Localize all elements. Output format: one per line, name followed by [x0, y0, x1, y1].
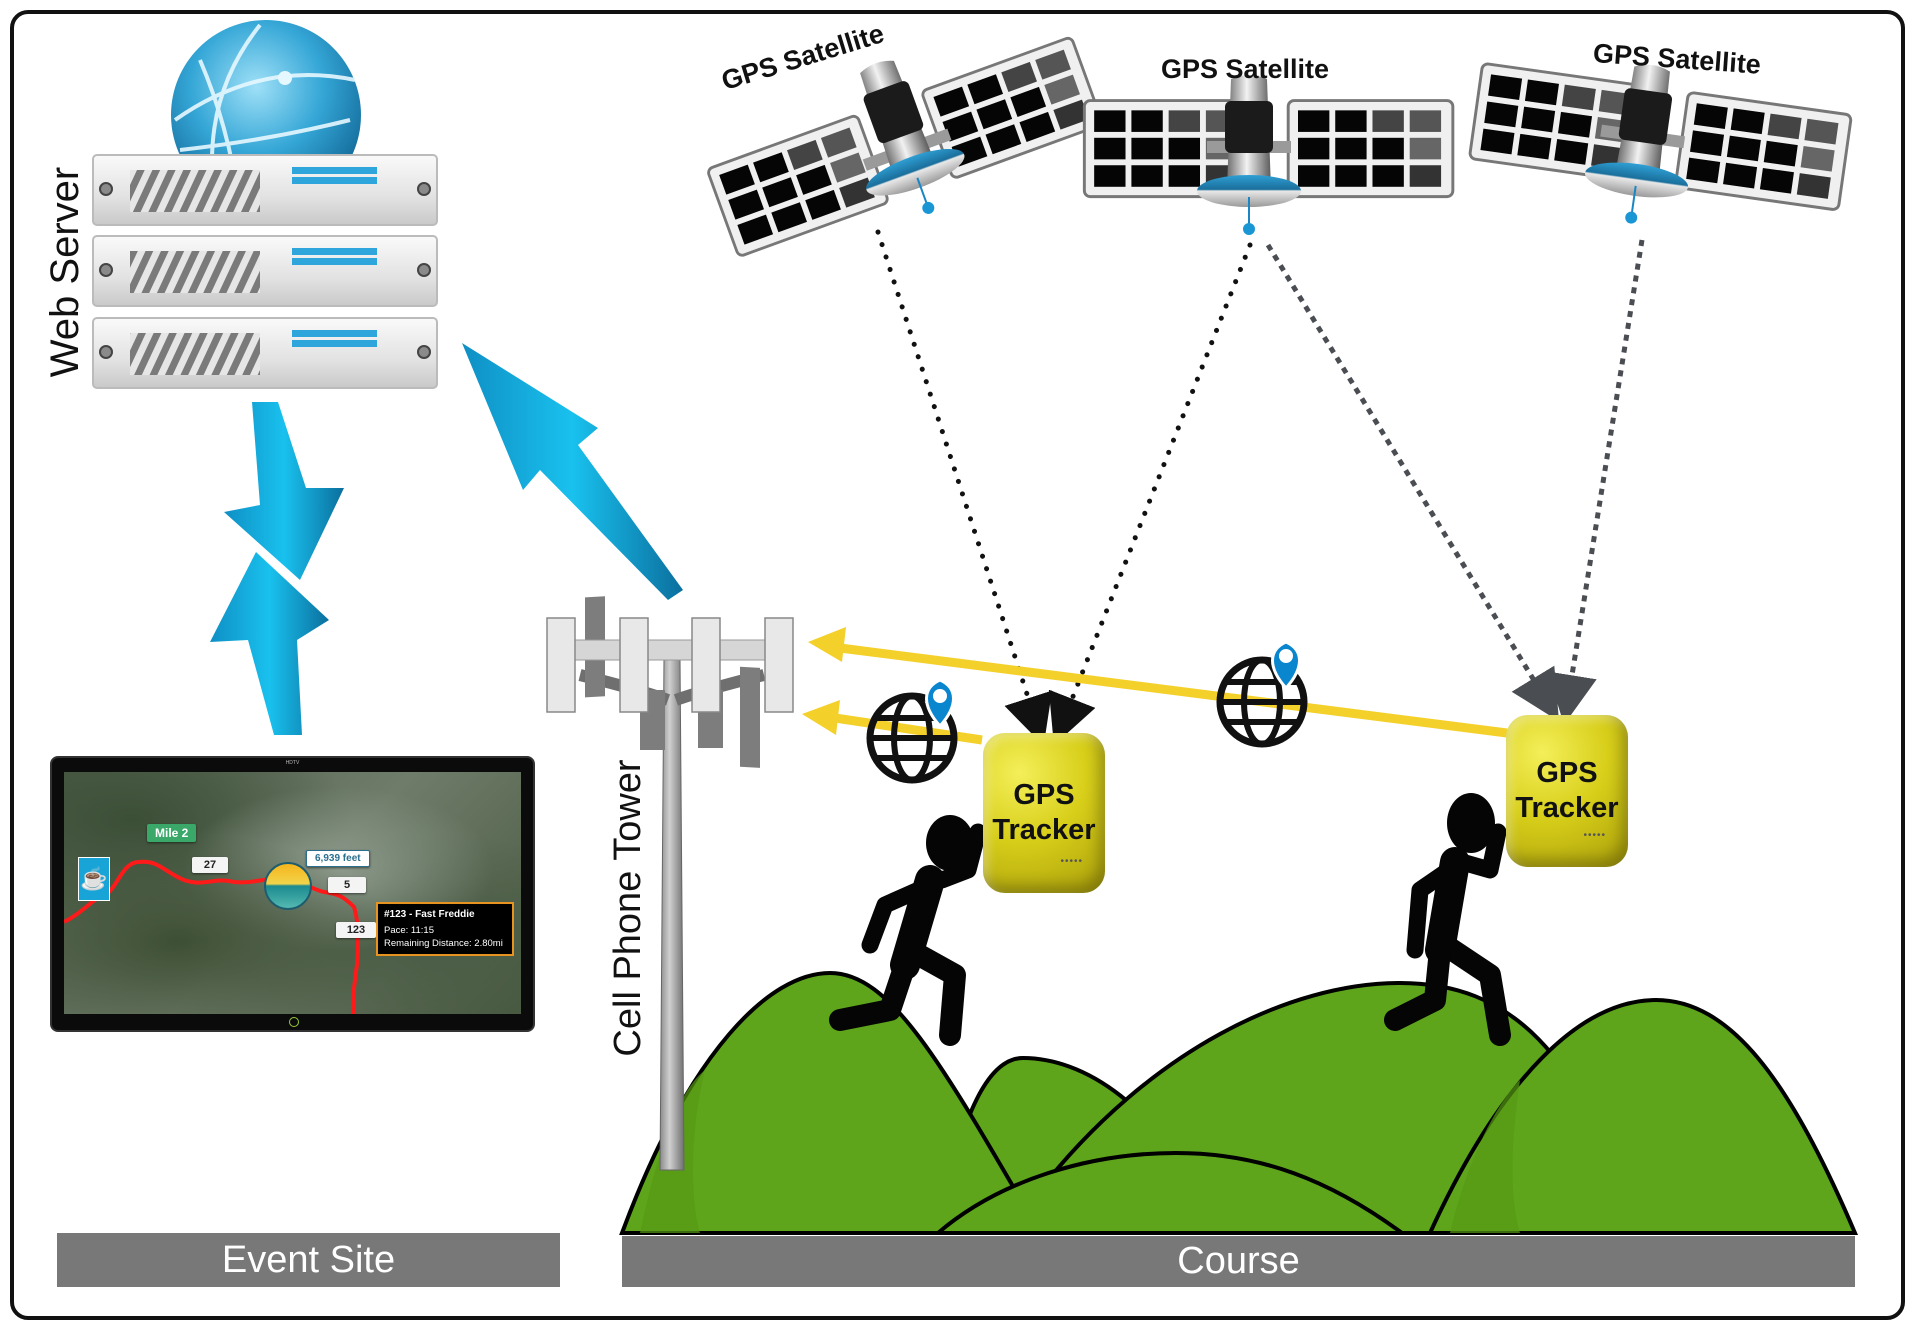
tracker-2-line2: Tracker	[1515, 792, 1619, 824]
tracker-uplinks	[802, 627, 1508, 745]
runner-icon-1	[829, 815, 987, 1046]
signal-sat3-tracker2	[1547, 239, 1645, 725]
mile-marker: Mile 2	[147, 824, 197, 842]
arrow-up-icon	[210, 552, 329, 735]
tv-power-icon	[288, 1017, 299, 1027]
diagram-frame	[10, 10, 1905, 1320]
runner-marker-123: 123	[336, 922, 376, 938]
tower-to-server-arrow-icon	[462, 343, 683, 600]
elevation-label: 6,939 feet	[306, 850, 370, 867]
tracker-2-line1: GPS	[1536, 757, 1598, 789]
server-unit	[92, 154, 438, 389]
tracker-1-line1: GPS	[1013, 779, 1075, 811]
tracking-display-tv: HDTV ☕ Mile 2 27 6,939 feet 5 123 #123 -…	[52, 758, 533, 1030]
gps-tracker-2: GPS Tracker •••••	[1506, 715, 1628, 867]
cell-tower-icon	[546, 596, 794, 1171]
satellite-2-icon	[1082, 74, 1455, 236]
gps-tracker-1: GPS Tracker •••••	[983, 733, 1105, 893]
water-station-icon: ☕	[78, 857, 110, 901]
satellite-3-icon	[1467, 56, 1853, 232]
hill-front	[932, 1150, 1409, 1235]
runner-info-title: #123 - Fast Freddie	[384, 909, 475, 920]
event-site-section-label: Event Site	[57, 1233, 560, 1287]
tracker-2-indicator-dots: •••••	[1583, 830, 1606, 841]
runner-icon-2	[1384, 793, 1511, 1046]
uplink-arrowhead-2	[802, 700, 840, 735]
satellite-signals	[875, 229, 1645, 746]
runner-info-pace: Pace: 11:15	[384, 925, 435, 936]
signal-sat2-tracker1	[1048, 242, 1253, 746]
satellite-1-icon	[705, 35, 1105, 259]
runner-info-remaining: Remaining Distance: 2.80mi	[384, 938, 503, 949]
web-server-label: Web Server	[43, 166, 87, 378]
course-route	[64, 859, 361, 1014]
arrow-down-icon	[224, 402, 344, 580]
web-server-icon	[92, 20, 438, 389]
tracker-1-indicator-dots: •••••	[1060, 856, 1083, 867]
server-display-arrows	[210, 402, 344, 735]
globe-pin-icon-2	[1216, 640, 1308, 748]
tracker-1-line2: Tracker	[992, 814, 1096, 846]
tv-brand: HDTV	[285, 760, 300, 766]
globe-pin-icon-1	[866, 678, 958, 784]
satellite-2-label: GPS Satellite	[1161, 54, 1330, 84]
signal-sat1-tracker1	[875, 229, 1053, 746]
runner-marker-27: 27	[192, 857, 228, 873]
runner-marker-5: 5	[328, 877, 366, 893]
course-section-label: Course	[622, 1236, 1855, 1287]
signal-sat2-tracker2	[1265, 243, 1560, 722]
uplink-arrowhead-1	[808, 627, 846, 662]
runner-info-popup: #123 - Fast Freddie Pace: 11:15 Remainin…	[376, 902, 514, 956]
hills	[619, 970, 1859, 1235]
race-logo-icon	[264, 862, 312, 910]
cell-tower-label: Cell Phone Tower	[607, 759, 649, 1057]
tracking-map: ☕ Mile 2 27 6,939 feet 5 123 #123 - Fast…	[64, 772, 521, 1014]
